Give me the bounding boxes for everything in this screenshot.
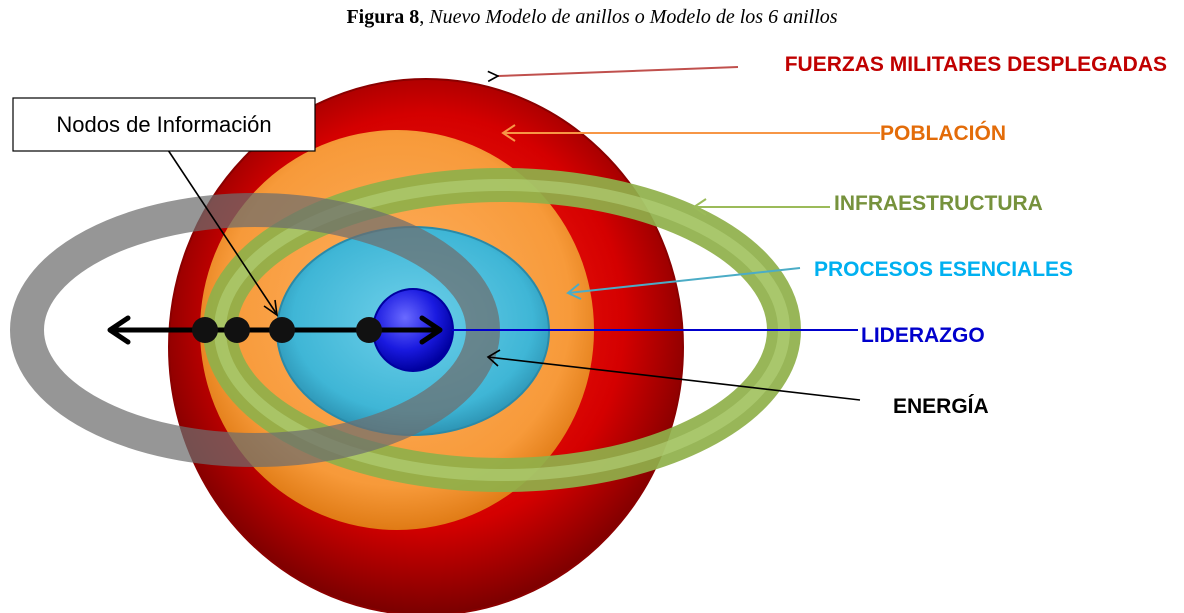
- arrowhead-right: [419, 315, 443, 345]
- leader-infraestructura-head: [692, 198, 707, 216]
- label-infraestructura: INFRAESTRUCTURA: [834, 192, 1043, 215]
- information-node-3: [269, 317, 295, 343]
- leader-poblacion-head: [501, 124, 516, 142]
- label-fuerzas-militares: FUERZAS MILITARES DESPLEGADAS: [785, 53, 1167, 76]
- label-liderazgo: LIDERAZGO: [861, 324, 985, 347]
- callout-pointer-head: [263, 299, 279, 317]
- callout-text: Nodos de Información: [56, 112, 271, 137]
- label-poblacion: POBLACIÓN: [880, 121, 1006, 145]
- figure-caption: Figura 8, Nuevo Modelo de anillos o Mode…: [0, 6, 1184, 29]
- label-energia: ENERGÍA: [893, 395, 989, 418]
- label-procesos-esenciales: PROCESOS ESENCIALES: [814, 258, 1073, 281]
- leader-energia-head: [486, 349, 501, 367]
- leader-fuerzas: [498, 66, 739, 76]
- information-node-1: [192, 317, 218, 343]
- callout-box: [12, 97, 316, 152]
- information-node-2: [224, 317, 250, 343]
- information-node-4: [356, 317, 382, 343]
- figure-caption-separator: ,: [419, 6, 425, 28]
- leader-procesos: [567, 267, 801, 294]
- leader-energia: [487, 356, 861, 401]
- figure-title: Nuevo Modelo de anillos o Modelo de los …: [429, 6, 838, 28]
- figure-number: Figura 8: [346, 6, 420, 28]
- arrowhead-left: [107, 315, 131, 345]
- callout-pointer-line: [167, 149, 277, 314]
- leader-procesos-head: [566, 283, 582, 300]
